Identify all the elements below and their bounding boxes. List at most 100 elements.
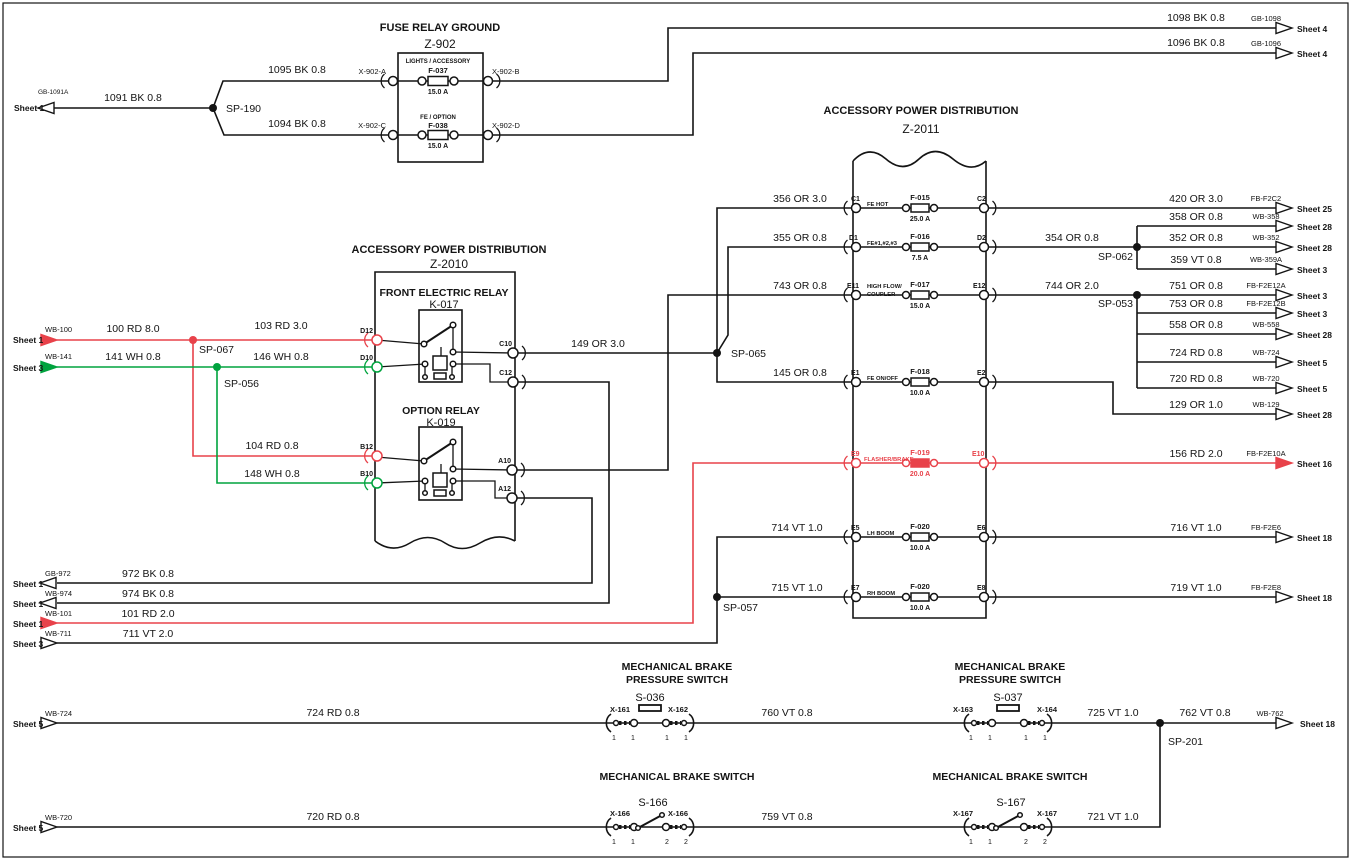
fuse-rating: 25.0 A [910,216,930,223]
sheet-label: Sheet 16 [1297,459,1332,469]
wire-label: 760 VT 0.8 [761,707,812,719]
wire-label: 972 BK 0.8 [122,568,174,580]
port-e10 [978,457,990,469]
component-id: S-037 [993,692,1022,704]
port-d1-arc [843,239,848,255]
wire-label: 720 RD 0.8 [306,811,359,823]
fuse-rating: 15.0 A [428,143,448,150]
terminal-d10 [371,361,383,373]
component-title: MECHANICAL BRAKE [622,661,733,673]
component-title: ACCESSORY POWER DISTRIBUTION [352,244,547,256]
wire-743 [512,294,856,471]
sheet-ref-wb358 [1275,219,1295,233]
function-label: FE ON/OFF [867,376,898,382]
connector-x902a [387,75,399,87]
wire-label: 356 OR 3.0 [773,193,827,205]
k017-contact [448,373,456,381]
pin-number: 1 [665,735,669,742]
sheet-ref-fbf2e8 [1275,590,1295,604]
sheet-ref-wb724-out [1275,355,1295,369]
port-e10-arc [992,455,997,471]
fuse-cap [901,203,911,213]
fuse-cap [901,242,911,252]
sheet-label: Sheet 28 [1297,243,1332,253]
k017-contact [420,340,428,348]
port-label: C1 [851,196,860,203]
terminal-label: B12 [360,444,373,451]
function-label: FLASHER/BRAKE [864,457,914,463]
wire-label: 743 OR 0.8 [773,280,827,292]
k017-resistor [433,372,447,380]
pin-number: 1 [612,735,616,742]
pin [987,718,997,728]
sheet-ref-fbf2e10a [1275,456,1295,470]
wire-label: 1096 BK 0.8 [1167,37,1225,49]
wire-label: 714 VT 1.0 [771,522,822,534]
z2011-torn-edge [852,150,987,168]
component-id: S-167 [996,797,1025,809]
blade-tip [658,811,666,819]
connector-label: X-166 [668,809,688,818]
net-tag: WB-100 [45,325,72,334]
wire-label: 753 OR 0.8 [1169,298,1223,310]
sheet-label: Sheet 25 [1297,204,1332,214]
wire-label: 744 OR 2.0 [1045,280,1099,292]
port-e7-arc [843,589,848,605]
fuse-f020b-body [910,592,930,602]
sheet-ref-wb100 [40,333,60,347]
k017-contact [449,360,457,368]
s167-blade [995,814,1021,829]
terminal-b12-arc [364,448,369,464]
fuse-cap [901,377,911,387]
pin [661,822,671,832]
port-c2 [978,202,990,214]
net-tag: WB-129 [1252,400,1279,409]
port-e7 [850,591,862,603]
wire-label: 359 VT 0.8 [1170,254,1221,266]
wire-label: 725 VT 1.0 [1087,707,1138,719]
sheet-label: Sheet 1 [13,579,44,589]
port-e2-arc [992,374,997,390]
function-label: FE#1,#2,#3 [867,241,898,247]
pin-number: 1 [631,735,635,742]
port-label: E5 [851,525,860,532]
wire-711-714 [57,536,856,644]
port-label: E8 [977,585,986,592]
fuse-rating: 15.0 A [910,303,930,310]
port-e6-arc [992,529,997,545]
terminal-label: D10 [360,355,373,362]
port-e2 [978,376,990,388]
splice-label: SP-067 [199,344,234,356]
fuse-f038-cap [449,130,459,140]
pin-number: 1 [612,839,616,846]
k019-in2 [376,480,426,484]
port-c2-arc [992,200,997,216]
port-label: E9 [851,451,860,458]
terminal-c10 [507,347,519,359]
sheet-ref-wb141 [40,360,60,374]
splice-sp065 [713,349,721,357]
sheet-ref-gb1091a [35,101,55,115]
sheet-label: Sheet 5 [13,719,44,729]
z2010-box [374,271,516,541]
wire-label: 354 OR 0.8 [1045,232,1099,244]
splice-label: SP-053 [1098,298,1133,310]
terminal-label: A10 [498,458,511,465]
pin [680,823,688,831]
k017-out2 [455,363,513,383]
terminal-a12-arc [520,490,525,506]
pin-number: 2 [665,839,669,846]
connector-label: X-902-A [358,67,386,76]
function-label: HIGH FLOW/ [867,284,902,290]
fuse-name: F-020 [910,582,930,591]
pin [1019,718,1029,728]
connector-x902d [482,129,494,141]
wire-label: 1095 BK 0.8 [268,64,326,76]
connector-x902c-arc [380,127,385,143]
wire-label: 1091 BK 0.8 [104,92,162,104]
k019-out1 [452,468,513,471]
sheet-label: Sheet 28 [1297,410,1332,420]
port-e5 [850,531,862,543]
fuse-rating: 10.0 A [910,605,930,612]
